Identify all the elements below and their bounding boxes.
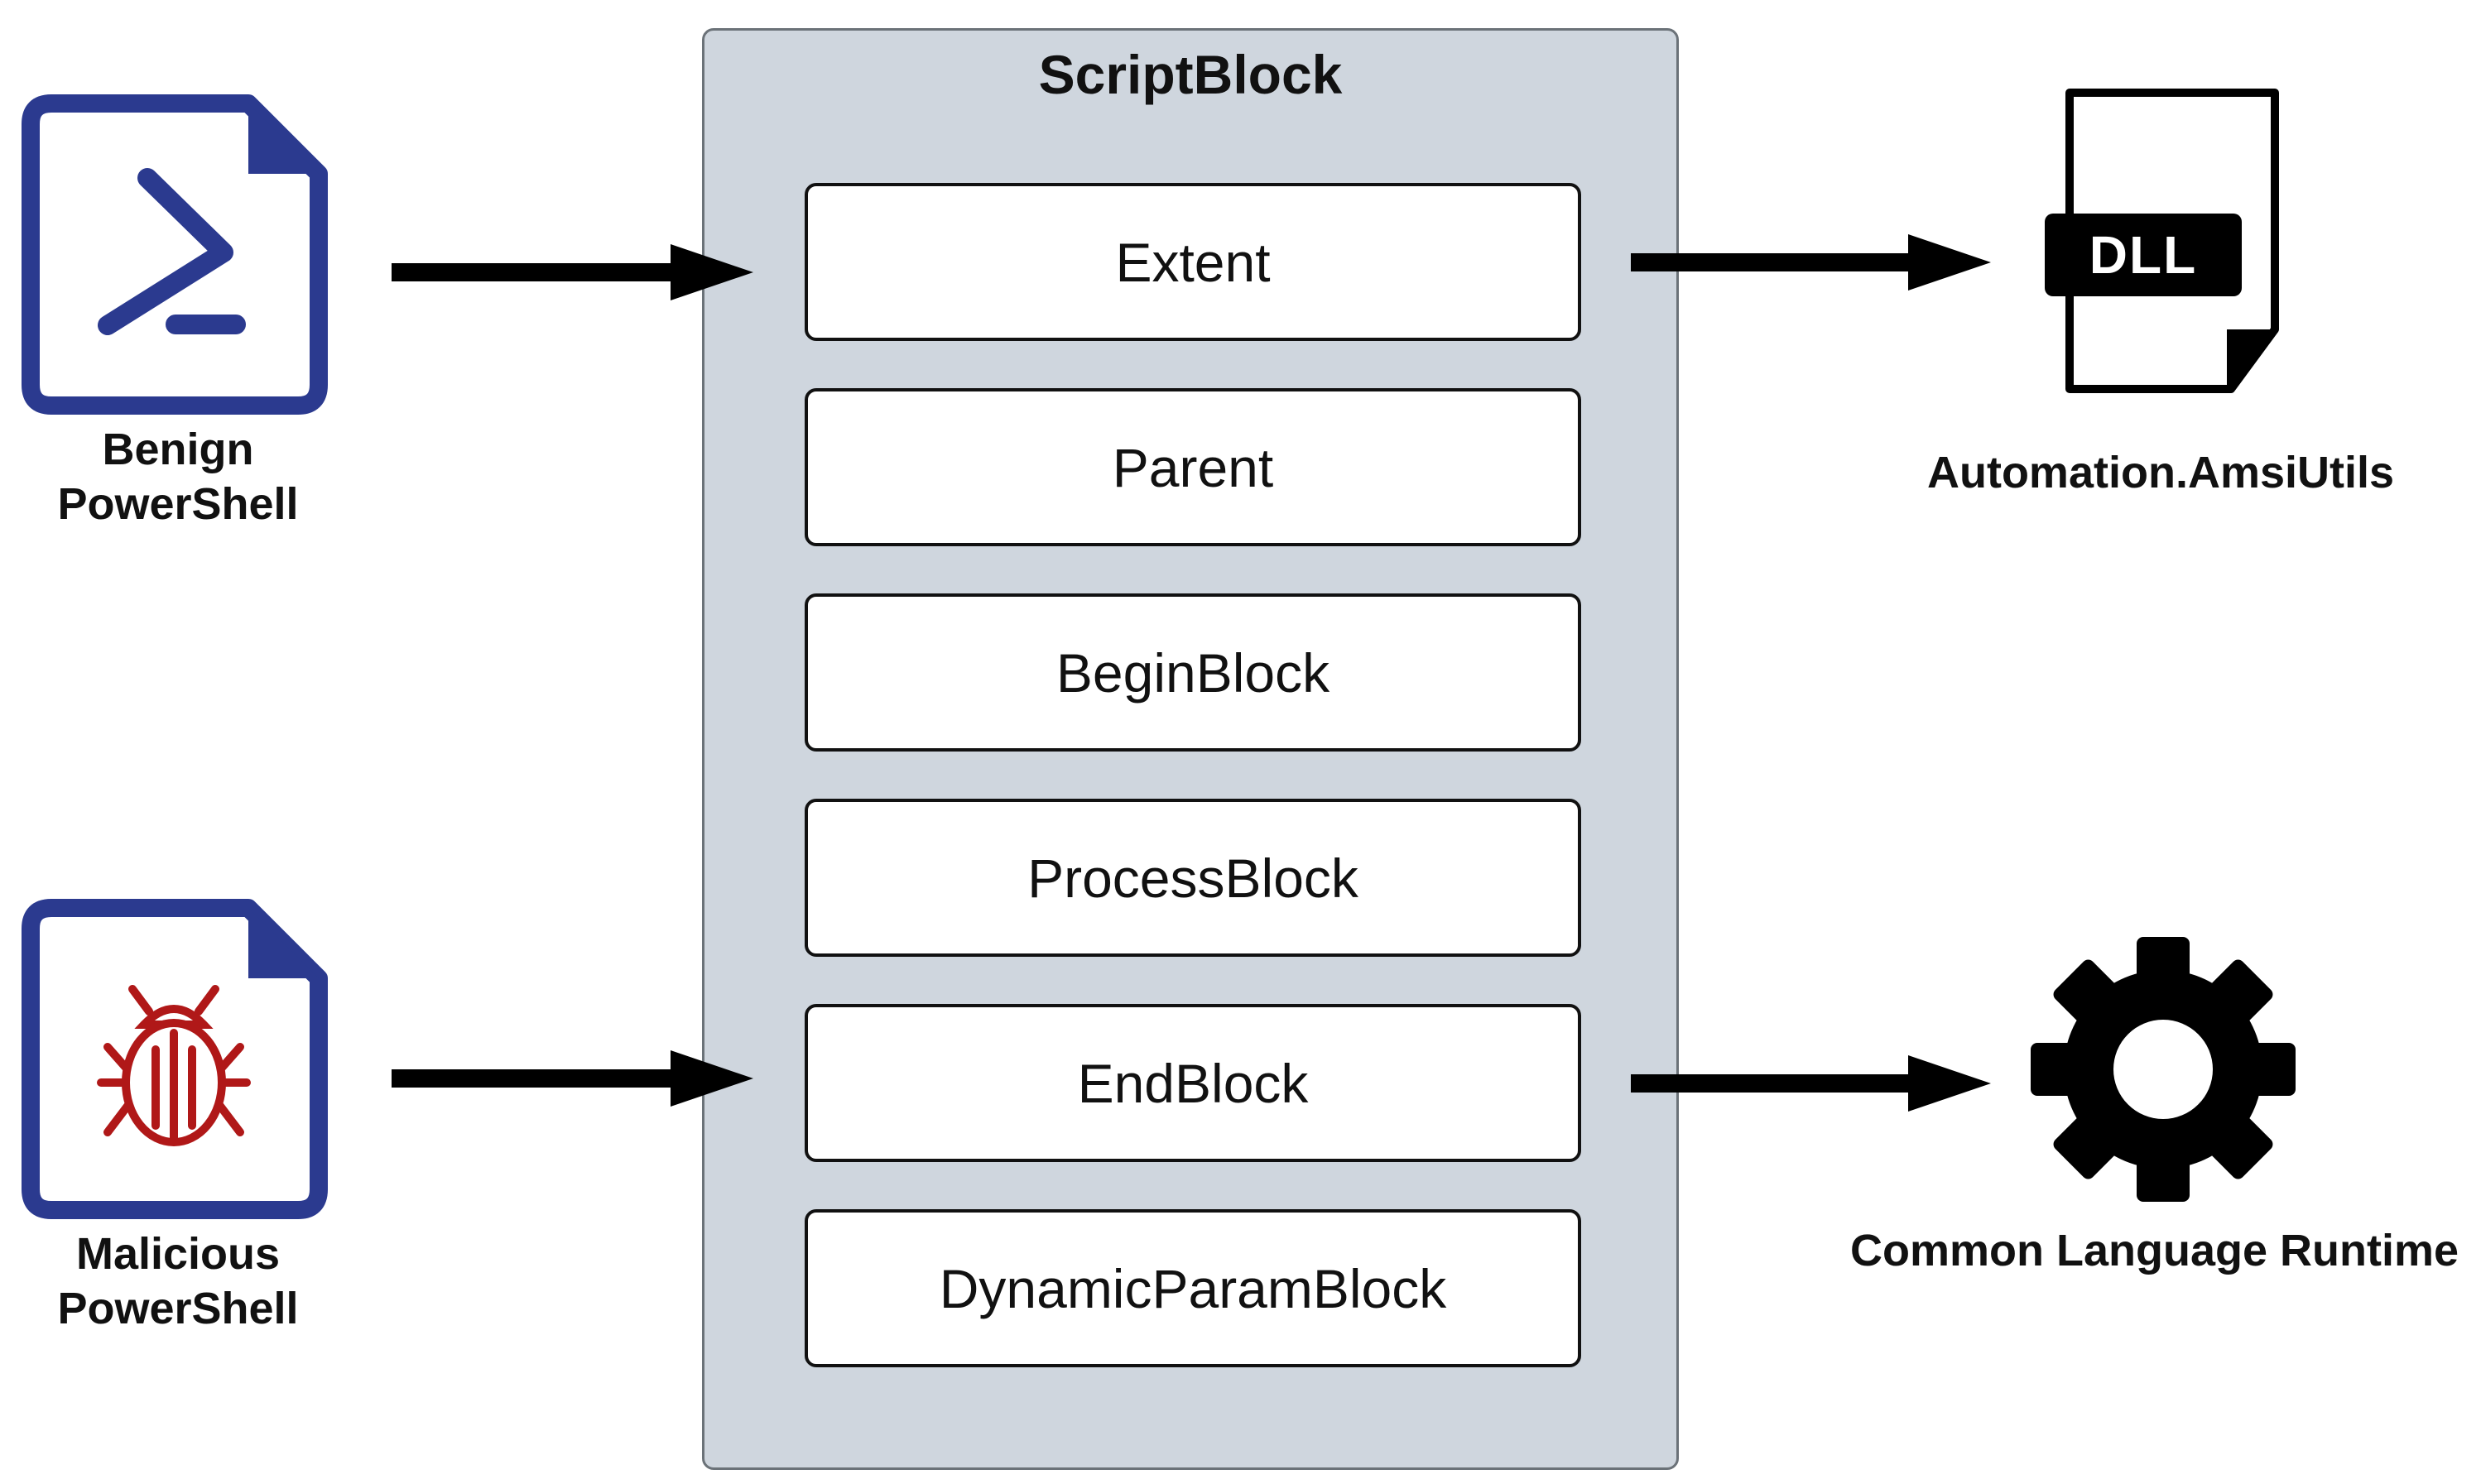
block-endblock: EndBlock [805, 1004, 1581, 1162]
benign-powershell-label: Benign PowerShell [0, 422, 356, 531]
arrow-extent-to-dll [1631, 234, 1991, 291]
block-parent: Parent [805, 388, 1581, 546]
gear-icon [2031, 937, 2296, 1202]
block-dynamicparamblock: DynamicParamBlock [805, 1209, 1581, 1367]
benign-label-line1: Benign [102, 425, 254, 474]
block-beginblock: BeginBlock [805, 593, 1581, 752]
block-extent: Extent [805, 183, 1581, 341]
malicious-label-line2: PowerShell [57, 1284, 299, 1333]
dll-badge: DLL [2089, 225, 2198, 285]
automation-amsiutils-label: Automation.AmsiUtils [1926, 448, 2395, 497]
dll-file-icon [2045, 89, 2279, 393]
arrow-benign-to-extent [392, 244, 753, 300]
common-language-runtime-label: Common Language Runtime [1849, 1226, 2459, 1275]
powershell-file-icon [22, 94, 328, 415]
arrow-malicious-to-endblock [392, 1050, 753, 1107]
block-processblock: ProcessBlock [805, 799, 1581, 957]
benign-label-line2: PowerShell [57, 479, 299, 529]
malicious-powershell-label: Malicious PowerShell [0, 1227, 356, 1336]
bug-icon [97, 985, 251, 1146]
bug-file-icon [22, 899, 328, 1219]
container-title: ScriptBlock [1038, 44, 1343, 105]
malicious-label-line1: Malicious [75, 1229, 281, 1279]
arrow-endblock-to-clr [1631, 1055, 1991, 1112]
